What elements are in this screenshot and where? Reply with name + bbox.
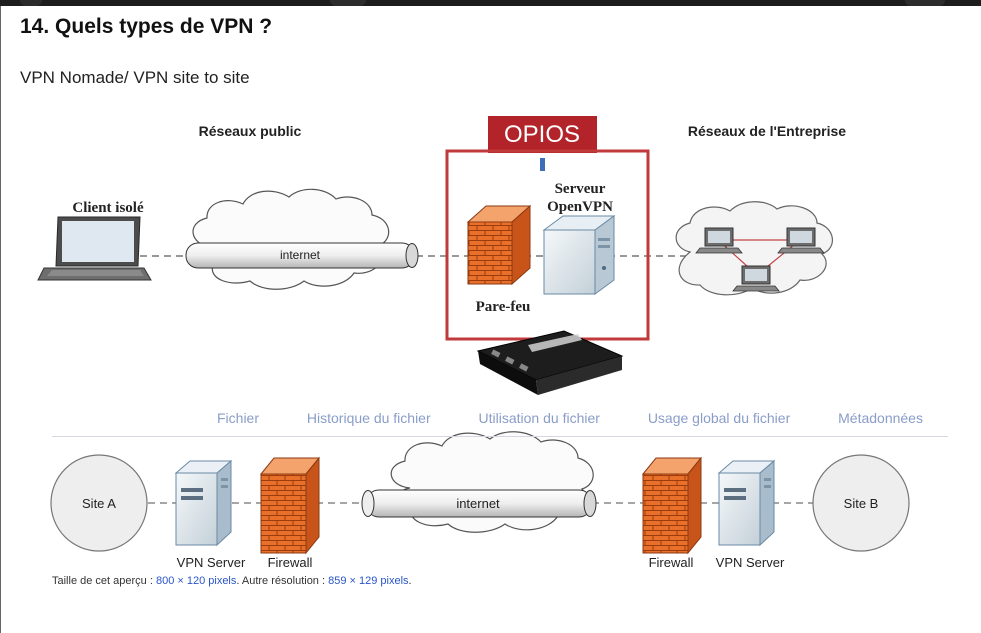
right-server-label: VPN Server [716, 555, 785, 570]
right-vpn-server-icon [717, 459, 776, 547]
vpn-server-icon [542, 215, 616, 295]
enterprise-cloud [675, 201, 833, 296]
caption-prefix: Taille de cet aperçu : [52, 575, 156, 587]
nav-tab-history[interactable]: Historique du fichier [306, 410, 431, 426]
top-strip-fragment [330, 0, 366, 6]
laptop-icon [37, 216, 152, 281]
banner-connector [540, 158, 545, 171]
nav-tab-global-usage[interactable]: Usage global du fichier [647, 410, 791, 426]
opios-banner [488, 116, 597, 153]
client-label: Client isolé [72, 200, 144, 216]
right-firewall-icon [641, 456, 703, 555]
nav-tab-usage[interactable]: Utilisation du fichier [478, 410, 600, 426]
nav-tab-file[interactable]: Fichier [217, 410, 260, 426]
image-size-caption: Taille de cet aperçu : 800 × 120 pixels.… [52, 575, 412, 587]
internet-cloud [192, 188, 390, 290]
opios-banner-text: OPIOS [504, 121, 580, 148]
internet-tunnel [185, 242, 419, 269]
site-b-label: Site B [844, 496, 879, 511]
left-page-edge [0, 6, 1, 633]
internet-tunnel-bottom [361, 489, 597, 518]
workstation-icon [695, 227, 743, 254]
preview-size-link[interactable]: 800 × 120 pixels [155, 575, 237, 587]
workstation-icon [777, 227, 825, 254]
section-subtitle: VPN Nomade/ VPN site to site [20, 68, 250, 87]
server-label-line1: Serveur [555, 181, 606, 197]
workstation-icon [732, 265, 780, 292]
caption-middle: . Autre résolution : [236, 575, 329, 587]
enterprise-network-label: Réseaux de l'Entreprise [688, 123, 846, 139]
left-server-label: VPN Server [177, 555, 246, 570]
top-strip-fragment [20, 0, 42, 6]
site-b-node [812, 454, 910, 552]
file-page-nav-strip: Fichier Historique du fichier Utilisatio… [52, 410, 948, 437]
right-firewall-label: Firewall [649, 555, 694, 570]
left-firewall-label: Firewall [268, 555, 313, 570]
public-network-label: Réseaux public [199, 123, 302, 139]
left-vpn-server-icon [174, 459, 233, 547]
left-firewall-icon [259, 456, 321, 555]
caption-suffix: . [408, 575, 412, 587]
tunnel-label: internet [280, 248, 321, 262]
tunnel-label-bottom: internet [456, 496, 500, 511]
firewall-icon [466, 204, 532, 286]
nav-tab-metadata[interactable]: Métadonnées [838, 410, 923, 426]
opios-appliance-image [476, 330, 624, 395]
firewall-label: Pare-feu [476, 299, 531, 315]
server-label-line2: OpenVPN [547, 199, 613, 215]
top-strip-fragment [905, 0, 945, 6]
section-heading: 14. Quels types de VPN ? [20, 15, 273, 38]
site-a-label: Site A [82, 496, 116, 511]
window-top-strip [0, 0, 981, 6]
site-a-node [50, 454, 148, 552]
other-resolution-link[interactable]: 859 × 129 pixels [328, 575, 409, 587]
